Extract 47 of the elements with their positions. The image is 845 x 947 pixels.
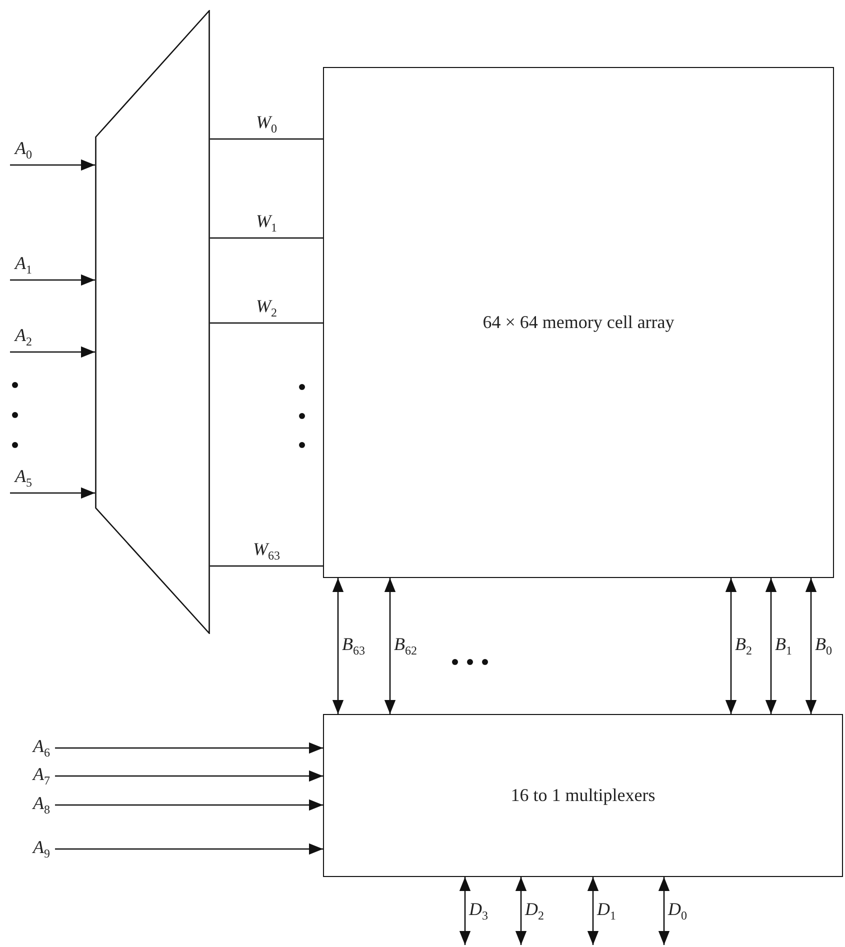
signal-label: W$_{1}$	[256, 212, 277, 234]
signal-label: D$_{0}$	[668, 900, 687, 922]
word-line	[210, 322, 323, 324]
arrow	[765, 578, 777, 714]
signal-label: A$_{9}$	[33, 838, 50, 860]
signal-label: D$_{1}$	[597, 900, 616, 922]
signal-label: B$_{0}$	[815, 635, 832, 657]
memory-array-box	[323, 67, 834, 578]
signal-label: A$_{2}$	[15, 326, 32, 348]
signal-label: W$_{63}$	[253, 540, 280, 562]
signal-label: B$_{62}$	[394, 635, 417, 657]
decoder-trapezoid	[95, 10, 210, 634]
arrow	[658, 877, 670, 945]
signal-label: B$_{2}$	[735, 635, 752, 657]
signal-label: B$_{63}$	[342, 635, 365, 657]
arrow	[805, 578, 817, 714]
word-line	[210, 565, 323, 567]
signal-label: W$_{0}$	[256, 113, 277, 135]
signal-label: D$_{2}$	[525, 900, 544, 922]
signal-label: D$_{3}$	[469, 900, 488, 922]
arrow	[384, 578, 396, 714]
arrow	[587, 877, 599, 945]
word-line	[210, 237, 323, 239]
arrow	[515, 877, 527, 945]
arrow	[55, 742, 323, 754]
arrow	[332, 578, 344, 714]
signal-label: A$_{5}$	[15, 467, 32, 489]
signal-label: A$_{7}$	[33, 765, 50, 787]
arrow	[10, 274, 95, 286]
signal-label: A$_{6}$	[33, 737, 50, 759]
multiplexer-box	[323, 714, 843, 877]
word-line	[210, 138, 323, 140]
signal-label: A$_{8}$	[33, 794, 50, 816]
arrow	[55, 799, 323, 811]
arrow	[725, 578, 737, 714]
block-label: 16 to 1 multiplexers	[510, 785, 656, 806]
arrow	[55, 843, 323, 855]
signal-label: B$_{1}$	[775, 635, 792, 657]
arrow	[10, 159, 95, 171]
signal-label: W$_{2}$	[256, 297, 277, 319]
block-label: 64 × 64 memory cell array	[482, 312, 674, 333]
arrow	[10, 346, 95, 358]
signal-label: A$_{0}$	[15, 139, 32, 161]
signal-label: A$_{1}$	[15, 254, 32, 276]
arrow	[10, 487, 95, 499]
arrow	[55, 770, 323, 782]
arrow	[459, 877, 471, 945]
